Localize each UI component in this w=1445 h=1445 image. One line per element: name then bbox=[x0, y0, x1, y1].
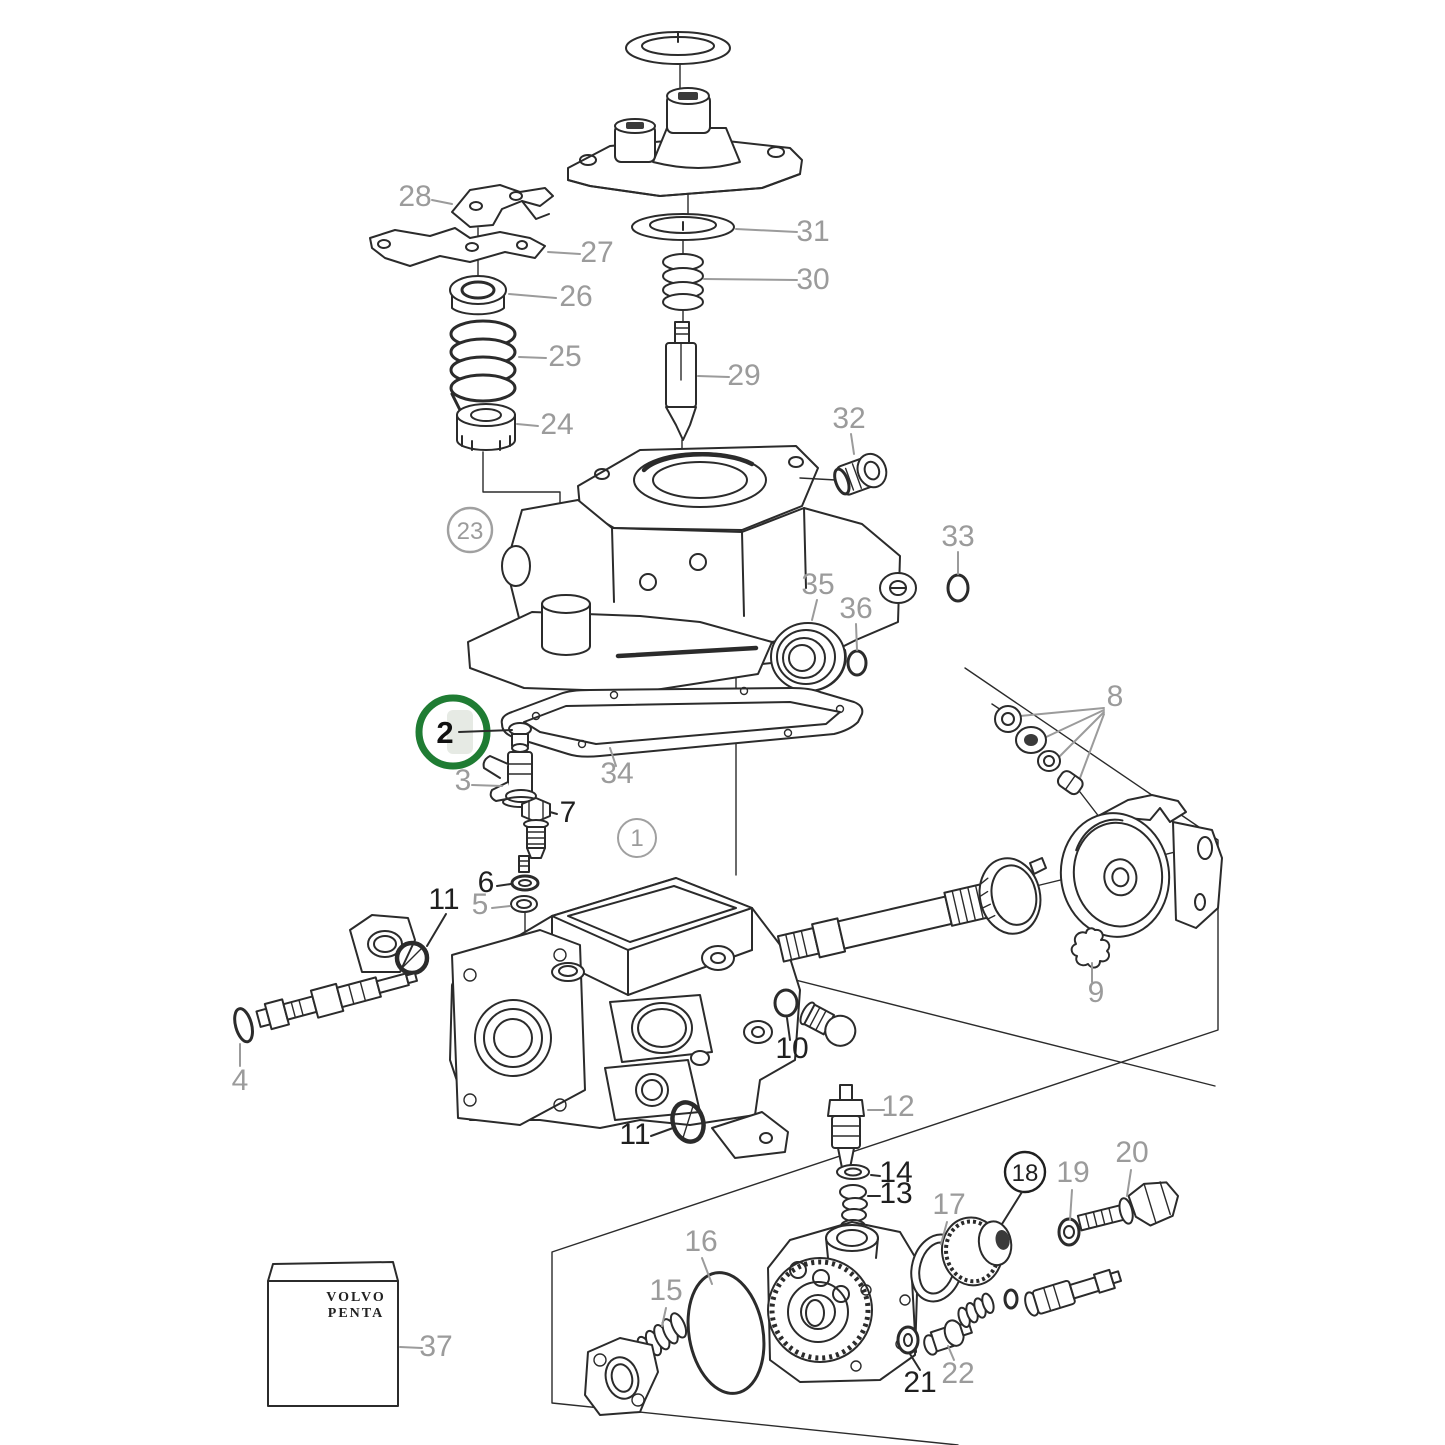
part-5-washer bbox=[510, 895, 538, 913]
highlight-part-2[interactable]: 2 bbox=[415, 694, 513, 770]
part-label-33[interactable]: 33 bbox=[941, 520, 974, 553]
part-1-pump-body bbox=[449, 877, 801, 1129]
part-label-5[interactable]: 5 bbox=[472, 888, 489, 921]
part-label-17[interactable]: 17 bbox=[932, 1188, 965, 1221]
part-36-ring bbox=[846, 649, 868, 677]
part-label-14[interactable]: 14 bbox=[879, 1156, 912, 1189]
part-delivery-valve-small bbox=[957, 1268, 1123, 1329]
brand-line-1: VOLVO bbox=[326, 1290, 386, 1305]
part-20-bolt bbox=[1076, 1181, 1180, 1232]
part-21-washer bbox=[896, 1325, 920, 1355]
part-circle-18[interactable]: 18 bbox=[1001, 1150, 1047, 1225]
part-16-oring bbox=[686, 1271, 766, 1395]
part-4-shaft bbox=[233, 972, 419, 1044]
brand-line-2: PENTA bbox=[328, 1306, 384, 1321]
part-3-fitting bbox=[482, 751, 540, 808]
part-label-28[interactable]: 28 bbox=[398, 180, 431, 213]
part-bottom-flange bbox=[584, 1337, 659, 1416]
part-31-washer bbox=[631, 213, 735, 241]
part-distributor-head bbox=[767, 1221, 919, 1383]
part-label-35[interactable]: 35 bbox=[801, 568, 834, 601]
part-label-11b[interactable]: 11 bbox=[619, 1118, 650, 1151]
part-14-washer bbox=[836, 1164, 870, 1180]
part-label-26[interactable]: 26 bbox=[559, 280, 592, 313]
part-diaphragm-cover bbox=[567, 87, 803, 197]
part-label-36[interactable]: 36 bbox=[839, 592, 872, 625]
part-29-plunger bbox=[665, 321, 697, 441]
part-25-spring bbox=[449, 319, 517, 416]
part-label-3[interactable]: 3 bbox=[455, 764, 472, 797]
part-circle-23[interactable]: 23 bbox=[446, 506, 494, 554]
part-10-plug bbox=[773, 988, 857, 1047]
part-label-7[interactable]: 7 bbox=[560, 796, 577, 829]
part-30-spring bbox=[662, 253, 704, 311]
part-governor-assembly bbox=[1059, 794, 1223, 938]
part-label-6[interactable]: 6 bbox=[478, 866, 495, 899]
part-label-11a[interactable]: 11 bbox=[428, 883, 459, 916]
part-label-22[interactable]: 22 bbox=[941, 1357, 974, 1390]
part-label-1: 1 bbox=[630, 825, 643, 852]
part-label-23: 23 bbox=[457, 518, 484, 545]
part-26-bushing bbox=[449, 275, 507, 316]
part-label-4[interactable]: 4 bbox=[232, 1064, 249, 1097]
part-27-lever bbox=[369, 227, 546, 267]
part-label-21[interactable]: 21 bbox=[903, 1366, 936, 1399]
part-2-fitting bbox=[508, 722, 532, 753]
part-label-10[interactable]: 10 bbox=[775, 1032, 808, 1065]
part-7-bolt bbox=[521, 797, 551, 859]
brand-box-37: VOLVO PENTA bbox=[267, 1261, 399, 1407]
part-label-19[interactable]: 19 bbox=[1056, 1156, 1089, 1189]
part-6-washer bbox=[510, 855, 540, 892]
part-label-31[interactable]: 31 bbox=[796, 215, 829, 248]
part-35-spring-coil bbox=[770, 622, 847, 693]
part-24-cup bbox=[456, 403, 516, 451]
part-top-disc bbox=[625, 31, 731, 65]
part-label-2: 2 bbox=[436, 715, 453, 750]
part-22-plug bbox=[923, 1319, 973, 1356]
part-11-bottom-seal bbox=[670, 1100, 789, 1159]
part-label-30[interactable]: 30 bbox=[796, 263, 829, 296]
part-label-8[interactable]: 8 bbox=[1107, 680, 1124, 713]
part-splined-hub bbox=[978, 857, 1047, 935]
part-18-coupling bbox=[940, 1216, 1013, 1287]
part-label-24[interactable]: 24 bbox=[540, 408, 573, 441]
part-28-bracket bbox=[451, 184, 554, 228]
part-label-25[interactable]: 25 bbox=[548, 340, 581, 373]
part-label-32[interactable]: 32 bbox=[832, 402, 865, 435]
highlight-circle-part-2 bbox=[415, 694, 491, 770]
part-label-13[interactable]: 13 bbox=[879, 1177, 912, 1210]
part-label-37[interactable]: 37 bbox=[419, 1330, 452, 1363]
part-34-gasket bbox=[500, 686, 864, 758]
part-33-oring bbox=[946, 573, 970, 603]
part-label-20[interactable]: 20 bbox=[1115, 1136, 1148, 1169]
part-32-connector bbox=[799, 452, 888, 496]
leader-lines bbox=[239, 199, 1132, 1371]
part-9-clip bbox=[1070, 927, 1111, 969]
part-label-29[interactable]: 29 bbox=[727, 359, 760, 392]
part-label-9[interactable]: 9 bbox=[1088, 976, 1105, 1009]
part-label-15[interactable]: 15 bbox=[649, 1274, 682, 1307]
part-label-34[interactable]: 34 bbox=[600, 757, 633, 790]
part-19-washer bbox=[1057, 1217, 1081, 1247]
part-circle-1[interactable]: 1 bbox=[617, 818, 657, 858]
part-label-16[interactable]: 16 bbox=[684, 1225, 717, 1258]
part-11-flange-seal bbox=[349, 914, 430, 976]
part-labels: 28 27 26 25 24 31 30 29 32 33 35 36 34 3… bbox=[232, 180, 1149, 1399]
part-label-12[interactable]: 12 bbox=[881, 1090, 914, 1123]
part-label-18: 18 bbox=[1012, 1160, 1039, 1187]
part-12-valve bbox=[827, 1084, 865, 1169]
part-8-kit bbox=[991, 703, 1105, 819]
part-label-27[interactable]: 27 bbox=[580, 236, 613, 269]
